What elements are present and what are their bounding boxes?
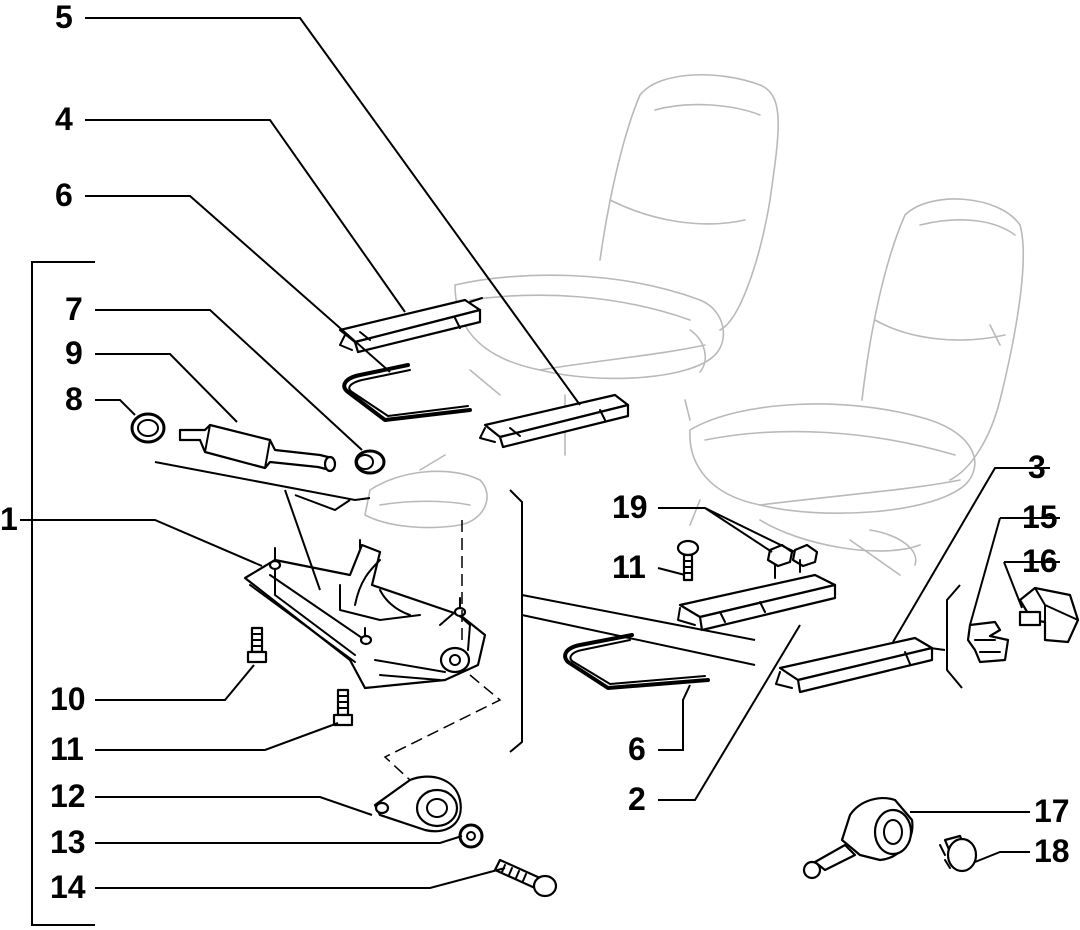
part-14-screw bbox=[493, 858, 558, 898]
part-4-rail bbox=[338, 297, 483, 354]
callout-9: 9 bbox=[65, 335, 83, 371]
callout-13: 13 bbox=[50, 824, 86, 860]
callout-19: 19 bbox=[612, 489, 648, 525]
part-10-bolt bbox=[246, 626, 268, 664]
part-17-knob bbox=[802, 797, 914, 880]
group-brackets bbox=[31, 261, 963, 926]
part-1-frame-assembly bbox=[243, 539, 487, 690]
part-8-ring bbox=[130, 412, 166, 444]
callout-1: 1 bbox=[0, 501, 18, 537]
callout-12: 12 bbox=[50, 778, 86, 814]
ghost-seat-base bbox=[364, 454, 488, 529]
part-3-rail bbox=[775, 636, 934, 694]
part-18-cap bbox=[939, 834, 978, 873]
callout-3: 3 bbox=[1028, 449, 1046, 485]
part-11-bolt-left bbox=[332, 688, 354, 727]
part-6-wire-lower bbox=[563, 633, 710, 690]
part-5-rail bbox=[479, 393, 630, 449]
part-12-cam bbox=[373, 775, 462, 833]
callout-labels: 5 4 6 7 9 8 1 10 11 12 13 14 19 11 3 15 … bbox=[0, 0, 1070, 905]
part-9-tube bbox=[178, 423, 337, 473]
part-15-clip bbox=[966, 620, 1010, 664]
callout-16: 16 bbox=[1022, 543, 1058, 579]
callout-4: 4 bbox=[55, 101, 73, 137]
callout-17: 17 bbox=[1034, 793, 1070, 829]
callout-2: 2 bbox=[628, 781, 646, 817]
part-7-bushing bbox=[354, 449, 386, 475]
callout-11-right: 11 bbox=[612, 549, 646, 585]
part-13-washer bbox=[458, 823, 484, 849]
callout-7: 7 bbox=[65, 291, 83, 327]
ghost-seat-right bbox=[684, 198, 1025, 576]
part-6-wire-upper bbox=[342, 363, 472, 422]
callout-8: 8 bbox=[65, 381, 83, 417]
centerlines bbox=[383, 520, 502, 781]
callout-6-right: 6 bbox=[628, 731, 646, 767]
part-2-rail bbox=[677, 559, 837, 632]
part-16-cap bbox=[1018, 586, 1080, 644]
callout-14: 14 bbox=[50, 869, 86, 905]
leader-lines bbox=[20, 17, 1060, 889]
part-11-bolt-right bbox=[676, 539, 700, 582]
callout-11: 11 bbox=[50, 731, 84, 767]
callout-5: 5 bbox=[55, 0, 73, 35]
callout-15: 15 bbox=[1022, 499, 1058, 535]
callout-10: 10 bbox=[50, 681, 86, 717]
callout-6: 6 bbox=[55, 177, 73, 213]
ghost-seat-left bbox=[454, 73, 779, 456]
callout-18: 18 bbox=[1034, 833, 1070, 869]
part-19-nuts bbox=[766, 543, 819, 568]
